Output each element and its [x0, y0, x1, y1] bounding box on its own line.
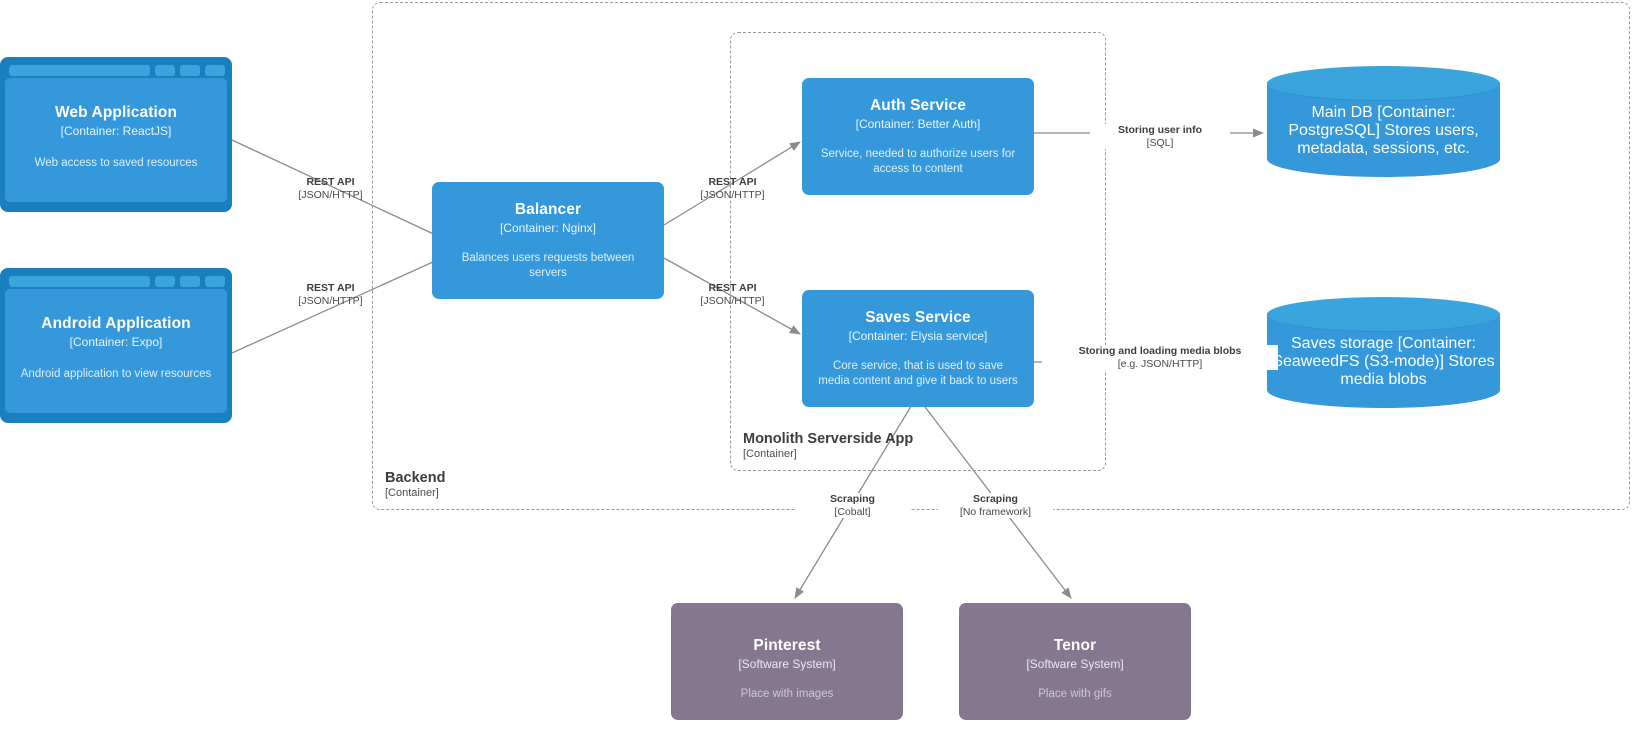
- edge-label-technology: [JSON/HTTP]: [298, 294, 363, 307]
- android-application-description: Android application to view resources: [20, 367, 212, 380]
- saves-service-subtitle: [Container: Elysia service]: [848, 329, 988, 344]
- edge-label-saves-to-tenor: Scraping [No framework]: [938, 493, 1053, 519]
- tenor-subtitle: [Software System]: [1026, 657, 1124, 671]
- node-web-application[interactable]: Web Application [Container: ReactJS] Web…: [0, 57, 232, 212]
- node-main-db[interactable]: Main DB [Container: PostgreSQL] Stores u…: [1267, 66, 1500, 177]
- browser-button-3: [205, 275, 225, 287]
- web-application-description: Web access to saved resources: [34, 156, 198, 169]
- boundary-backend-name: Backend: [385, 470, 446, 487]
- browser-url-bar: [9, 275, 150, 287]
- saves-service-description: Core service, that is used to save media…: [818, 360, 1018, 387]
- saves-storage-title: Saves storage: [1291, 335, 1394, 352]
- web-application-subtitle: [Container: ReactJS]: [60, 123, 172, 138]
- balancer-title: Balancer: [514, 201, 582, 219]
- edge-label-technology: [JSON/HTTP]: [700, 188, 765, 201]
- pinterest-description: Place with images: [740, 688, 834, 700]
- saves-storage-description: Stores media blobs: [1340, 353, 1495, 388]
- node-auth-service[interactable]: Auth Service [Container: Better Auth] Se…: [802, 78, 1034, 195]
- edge-label-text: REST API: [306, 282, 355, 294]
- web-application-body: Web Application [Container: ReactJS] Web…: [5, 78, 227, 202]
- edge-label-technology: [JSON/HTTP]: [298, 188, 363, 201]
- saves-storage-top-ellipse: [1267, 297, 1500, 332]
- node-pinterest[interactable]: Pinterest [Software System] Place with i…: [671, 603, 903, 720]
- auth-service-title: Auth Service: [870, 97, 966, 115]
- boundary-monolith-name: Monolith Serverside App: [743, 431, 914, 448]
- edge-label-technology: [e.g. JSON/HTTP]: [1117, 357, 1203, 370]
- main-db-title: Main DB: [1311, 104, 1373, 121]
- auth-service-subtitle: [Container: Better Auth]: [855, 117, 981, 132]
- edge-label-web-to-balancer: REST API [JSON/HTTP]: [273, 176, 388, 201]
- browser-url-bar: [9, 64, 150, 76]
- balancer-subtitle: [Container: Nginx]: [499, 221, 597, 236]
- auth-service-heading: Auth Service [Container: Better Auth]: [856, 97, 981, 131]
- main-db-description: Stores users, metadata, sessions, etc.: [1297, 122, 1479, 157]
- main-db-subtitle: [Container: PostgreSQL]: [1288, 104, 1456, 139]
- node-saves-service[interactable]: Saves Service [Container: Elysia service…: [802, 290, 1034, 407]
- edge-label-technology: [No framework]: [959, 505, 1032, 518]
- auth-service-description: Service, needed to authorize users for a…: [820, 148, 1016, 175]
- edge-label-text: Storing user info: [1118, 124, 1202, 136]
- boundary-monolith-label: Monolith Serverside App [Container]: [743, 430, 913, 462]
- boundary-backend-label: Backend [Container]: [385, 469, 445, 501]
- saves-storage-subtitle: [Container: SeaweedFS (S3-mode)]: [1272, 335, 1476, 370]
- browser-button-3: [205, 64, 225, 76]
- node-tenor[interactable]: Tenor [Software System] Place with gifs: [959, 603, 1191, 720]
- browser-chrome-bar-android: [5, 273, 227, 289]
- android-application-heading: Android Application [Container: Expo]: [41, 315, 190, 349]
- edge-label-balancer-to-saves: REST API [JSON/HTTP]: [675, 282, 790, 307]
- edge-label-text: Storing and loading media blobs: [1078, 345, 1242, 357]
- balancer-description: Balances users requests between servers: [461, 252, 635, 279]
- android-application-body: Android Application [Container: Expo] An…: [5, 289, 227, 413]
- edge-label-balancer-to-auth: REST API [JSON/HTTP]: [675, 176, 790, 201]
- tenor-heading: Tenor [Software System]: [1026, 637, 1123, 671]
- saves-storage-text: Saves storage [Container: SeaweedFS (S3-…: [1267, 335, 1500, 389]
- boundary-backend-type: [Container]: [385, 487, 439, 500]
- edge-label-text: REST API: [708, 176, 757, 188]
- edge-label-technology: [JSON/HTTP]: [700, 294, 765, 307]
- node-saves-storage[interactable]: Saves storage [Container: SeaweedFS (S3-…: [1267, 297, 1500, 408]
- edge-label-technology: [Cobalt]: [834, 505, 871, 518]
- edge-label-text: REST API: [708, 282, 757, 294]
- boundary-monolith: Monolith Serverside App [Container]: [730, 32, 1106, 471]
- android-application-title: Android Application: [41, 314, 191, 332]
- main-db-text: Main DB [Container: PostgreSQL] Stores u…: [1267, 104, 1500, 158]
- main-db-top-ellipse: [1267, 66, 1500, 101]
- web-application-title: Web Application: [54, 103, 178, 121]
- browser-chrome-bar: [5, 62, 227, 78]
- edge-label-auth-to-maindb: Storing user info [SQL]: [1090, 124, 1230, 150]
- edge-label-saves-to-storage: Storing and loading media blobs [e.g. JS…: [1042, 345, 1278, 371]
- tenor-description: Place with gifs: [1038, 688, 1112, 700]
- node-balancer[interactable]: Balancer [Container: Nginx] Balances use…: [432, 182, 664, 299]
- browser-button-1: [155, 64, 175, 76]
- edge-label-saves-to-pinterest: Scraping [Cobalt]: [795, 493, 910, 519]
- edge-label-android-to-balancer: REST API [JSON/HTTP]: [273, 282, 388, 307]
- saves-service-heading: Saves Service [Container: Elysia service…: [849, 309, 988, 343]
- edge-label-text: Scraping: [973, 493, 1018, 505]
- pinterest-subtitle: [Software System]: [738, 657, 836, 671]
- browser-button-2: [180, 64, 200, 76]
- saves-service-title: Saves Service: [865, 309, 971, 327]
- boundary-monolith-type: [Container]: [743, 448, 797, 461]
- browser-button-1: [155, 275, 175, 287]
- edge-label-text: Scraping: [830, 493, 875, 505]
- web-application-heading: Web Application [Container: ReactJS]: [55, 104, 177, 138]
- tenor-title: Tenor: [1053, 637, 1097, 654]
- edge-label-text: REST API: [306, 176, 355, 188]
- pinterest-heading: Pinterest [Software System]: [738, 637, 835, 671]
- balancer-heading: Balancer [Container: Nginx]: [500, 201, 596, 235]
- android-application-subtitle: [Container: Expo]: [69, 334, 163, 349]
- edge-label-technology: [SQL]: [1146, 136, 1174, 149]
- pinterest-title: Pinterest: [753, 637, 821, 654]
- browser-button-2: [180, 275, 200, 287]
- node-android-application[interactable]: Android Application [Container: Expo] An…: [0, 268, 232, 423]
